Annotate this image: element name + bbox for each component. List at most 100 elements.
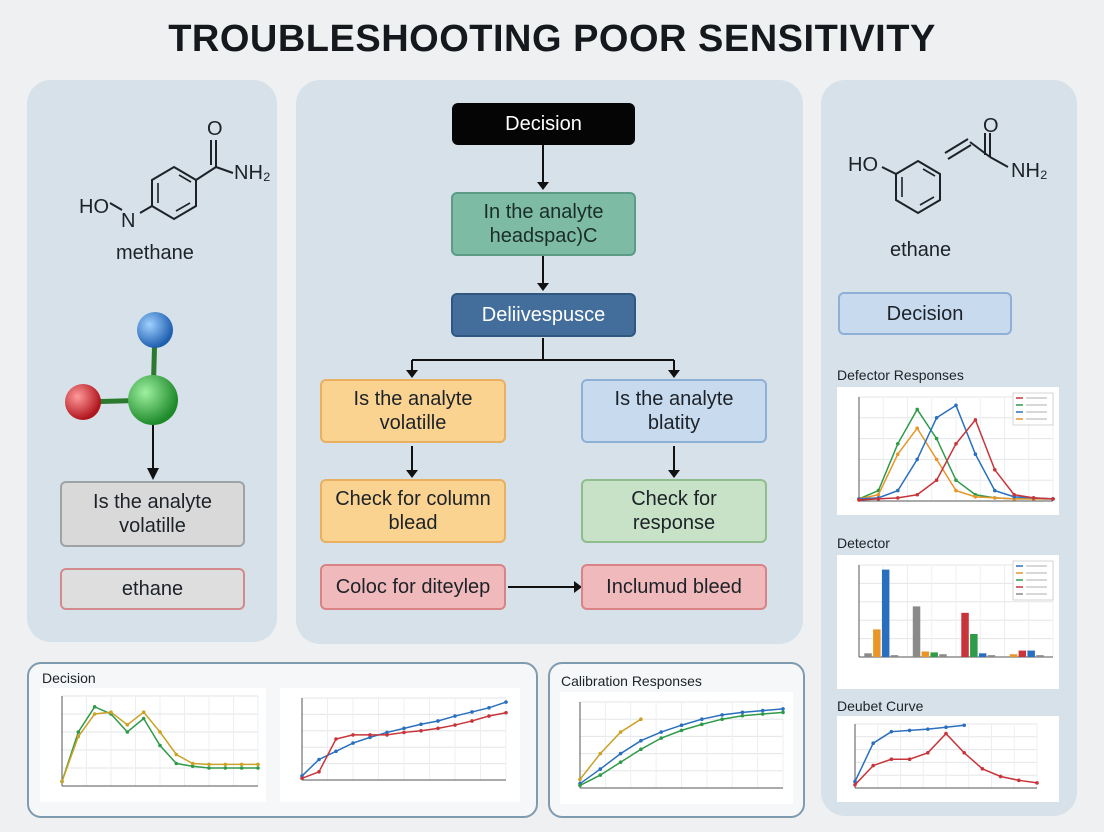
series-line-olive [579,718,642,780]
data-point-green [915,407,919,412]
data-point-blue [993,488,997,493]
data-point-olive [158,730,162,734]
data-point-green [190,764,195,768]
column-bleed-check-node[interactable]: Check for column blead [320,479,506,543]
data-point-green [76,730,81,734]
data-point-red [954,442,958,446]
data-point-blue [419,722,423,727]
data-point-blue [700,717,704,721]
data-point-blue [368,735,372,740]
response-check-node[interactable]: Check for response [581,479,767,543]
bar-green [930,652,938,657]
data-point-red [351,733,355,737]
data-point-blue [973,452,978,456]
data-point-red [436,726,440,731]
data-point-green [92,705,97,709]
data-point-red [1031,496,1036,500]
data-point-red [368,733,372,737]
data-point-orange [954,488,958,493]
data-point-olive [256,762,260,767]
data-point-red [504,710,508,715]
data-point-green [598,773,603,777]
bar-red [961,612,969,657]
data-point-blue [889,729,894,734]
volatile-question-node[interactable]: Is the analyte volatille [320,379,506,443]
left-ethane-box[interactable]: ethane [60,568,245,610]
response-check-label: Check for response [631,488,717,534]
data-point-green [223,766,228,770]
center-panel [296,80,803,644]
data-point-blue [317,757,321,762]
data-point-red [926,751,930,755]
bar-blue [881,569,890,657]
data-point-olive [109,710,113,714]
data-point-orange [876,492,881,497]
data-point-red [998,774,1003,779]
defector-responses-chart [837,387,1059,515]
data-point-red [907,757,912,761]
data-point-blue [618,751,623,756]
data-point-blue [871,741,875,745]
right-mol-o-label: O [983,115,999,137]
bar-red [1018,650,1027,657]
flowchart-connectors [406,144,680,593]
data-point-blue [926,727,930,731]
right-molecule-name: ethane [890,239,952,261]
data-point-green [781,710,785,715]
data-point-olive [190,761,195,766]
data-point-blue [504,700,508,704]
data-point-green [659,736,663,740]
data-point-red [980,767,985,771]
data-point-red [1012,492,1016,497]
column-bleed-check-label: Check for column blead [335,488,491,534]
data-point-red [857,498,861,502]
left-mol-o-label: O [207,118,223,140]
data-point-red [962,751,966,755]
volatile-question-label: Is the analyte volatille [353,388,473,434]
data-point-olive [223,762,228,767]
data-point-green [141,716,146,721]
delivery-step-node[interactable]: Deliivespusce [451,293,636,337]
right-decision-box[interactable]: Decision [838,292,1012,335]
data-point-red [1051,497,1055,501]
deubet-curve-title: Deubet Curve [837,698,924,714]
left-mol-ho-label: HO [79,196,109,218]
left-volatile-question-box[interactable]: Is the analyte volatille [60,481,245,547]
inclumud-final-node[interactable]: Inclumud bleed [581,564,767,610]
data-point-green [125,730,130,734]
data-point-olive [60,779,64,784]
data-point-blue [598,767,603,771]
data-point-blue [659,730,663,734]
data-point-blue [720,713,724,717]
blatity-question-node[interactable]: Is the analyte blatity [581,379,767,443]
data-point-olive [598,751,603,756]
series-line-blue [854,724,965,782]
bar-grey [1036,655,1044,657]
data-point-olive [239,762,244,767]
data-point-red [915,492,919,497]
data-point-blue [487,706,491,710]
coloc-final-node[interactable]: Coloc for diteylep [320,564,506,610]
data-point-olive [207,762,211,767]
data-point-olive [618,730,623,734]
left-molecule-structure [109,140,234,221]
decision-start-label: Decision [505,113,582,135]
data-point-blue [760,708,765,713]
data-point-blue [300,774,304,778]
data-point-blue [470,710,474,714]
data-point-blue [639,738,643,743]
data-point-green [639,747,643,752]
headspace-step-node[interactable]: In the analyte headspac)C [451,192,636,256]
data-point-blue [351,741,355,745]
right-mol-ho-label: HO [848,154,878,176]
data-point-blue [934,416,939,420]
decision-start-node[interactable]: Decision [452,103,635,145]
blatity-question-label: Is the analyte blatity [614,388,734,434]
data-point-blue [402,726,406,731]
data-point-green [158,743,162,748]
data-point-blue [853,779,857,784]
bottom-decision-title: Decision [42,670,96,686]
data-point-blue [954,403,958,408]
page-title: TROUBLESHOOTING POOR SENSITIVITY [168,18,936,60]
bar-grey [939,654,947,657]
